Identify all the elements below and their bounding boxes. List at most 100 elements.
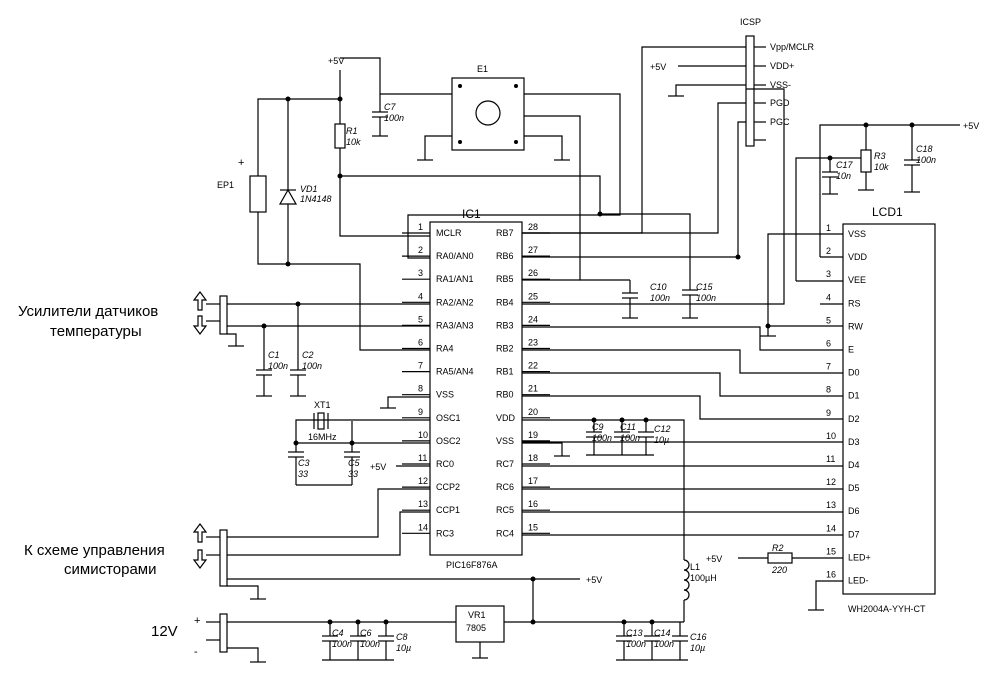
cap-name: C15 [696, 282, 714, 292]
ic1-pin-number: 25 [528, 291, 538, 301]
ic1-pin-number: 26 [528, 268, 538, 278]
cap-name: C18 [916, 144, 933, 154]
wire-mclr [522, 46, 746, 234]
lcd-pin-number: 14 [826, 523, 836, 533]
cap-value: 10µ [654, 435, 669, 445]
icsp-pin-name: Vpp/MCLR [770, 42, 815, 52]
cap-value: 33 [298, 469, 308, 479]
ic1-pin-name: CCP2 [436, 482, 460, 492]
svg-text:+5V: +5V [706, 554, 722, 564]
ic1-pin-name: RB7 [496, 228, 514, 238]
ic1-pin-name: RA2/AN2 [436, 297, 474, 307]
capacitor-labels: C1100nC2100nC333C4100nC533C6100nC7100nC8… [268, 102, 936, 653]
temp-connector [219, 295, 228, 335]
sym-label-2: симисторами [64, 561, 157, 578]
xt1-crystal [317, 412, 325, 430]
cap-name: C7 [384, 102, 396, 112]
lcd-pin-name: RS [848, 298, 861, 308]
ic1-pin-number: 10 [418, 430, 428, 440]
lcd-pin-name: LED- [848, 576, 869, 586]
cap-name: C10 [650, 282, 667, 292]
cap-name: C5 [348, 458, 360, 468]
ic1-pin-number: 1 [418, 222, 423, 232]
ic1-pin-name: RA5/AN4 [436, 367, 474, 377]
cap-value: 100n [268, 361, 288, 371]
lcd-pin-name: LED+ [848, 552, 871, 562]
ic1-pin-number: 15 [528, 522, 538, 532]
svg-text:220: 220 [771, 565, 787, 575]
lcd-pin-number: 16 [826, 570, 836, 580]
cap-value: 100n [626, 639, 646, 649]
cap-name: C8 [396, 632, 408, 642]
ic1-pin-number: 24 [528, 314, 538, 324]
cap-value: 100n [650, 293, 670, 303]
lcd-pin-number: 5 [826, 315, 831, 325]
cap-name: C17 [836, 160, 854, 170]
ic1-pin-name: OSC2 [436, 436, 461, 446]
lcd-pin-number: 2 [826, 246, 831, 256]
cap-value: 100n [696, 293, 716, 303]
lcd-pin-name: D6 [848, 506, 860, 516]
ic1-pin-name: RC7 [496, 459, 514, 469]
sym-connector [219, 529, 228, 587]
lcd-pin-number: 9 [826, 408, 831, 418]
lcd-pin-name: E [848, 345, 854, 355]
svg-text:R3: R3 [874, 151, 886, 161]
temp-label-1: Усилители датчиков [18, 303, 158, 320]
lcd-pin-name: D0 [848, 368, 860, 378]
cap-name: C14 [654, 628, 671, 638]
p5v-lcd: +5V [963, 121, 979, 131]
ic1-pin-number: 6 [418, 338, 423, 348]
ic1-pin-number: 11 [418, 453, 427, 463]
cap-value: 10µ [690, 643, 705, 653]
ic1-pin-number: 27 [528, 245, 538, 255]
ic1-pin-number: 2 [418, 245, 423, 255]
lcd-pin-number: 4 [826, 292, 831, 302]
ic1-pin-name: RA4 [436, 344, 454, 354]
ic1-pin-number: 8 [418, 384, 423, 394]
ic1-pin-name: RB4 [496, 297, 514, 307]
e1-encoder [451, 77, 525, 151]
wire-lcd-vee [795, 157, 831, 281]
lcd-pin-number: 15 [826, 546, 836, 556]
svg-text:VD1: VD1 [300, 184, 318, 194]
icsp-label: ICSP [740, 17, 761, 27]
ic1-part: PIC16F876A [446, 560, 498, 570]
temp-label-2: температуры [50, 323, 142, 340]
lcd1-part: WH2004A-YYH-CT [848, 604, 926, 614]
lcd-pin-number: 3 [826, 269, 831, 279]
cap-value: 100n [620, 433, 640, 443]
svg-text:+: + [238, 157, 244, 169]
icsp-pin-name: PGD [770, 98, 790, 108]
ic1-pin-name: RB2 [496, 344, 514, 354]
vr1-regulator [455, 605, 505, 643]
svg-text:7805: 7805 [466, 623, 486, 633]
cap-name: C3 [298, 458, 310, 468]
ic1-pin-name: RB0 [496, 390, 514, 400]
ic1-pin-number: 17 [528, 476, 538, 486]
lcd-pin-name: RW [848, 321, 863, 331]
power-connector [219, 613, 228, 653]
ic1-pin-number: 13 [418, 499, 428, 509]
ic1-pin-number: 12 [418, 476, 428, 486]
lcd-pin-name: D3 [848, 437, 860, 447]
ic1-pin-name: RB1 [496, 367, 514, 377]
ic1-right-pins: 28RB727RB626RB525RB424RB323RB222RB121RB0… [496, 222, 550, 538]
v12-label: 12V [151, 623, 178, 640]
ic1-pin-name: RC4 [496, 528, 514, 538]
lcd-pin-name: VSS [848, 229, 866, 239]
ic1-pin-name: VSS [436, 390, 454, 400]
lcd-pin-name: D4 [848, 460, 860, 470]
ic1-pin-name: RC6 [496, 482, 514, 492]
lcd-pin-name: D2 [848, 414, 860, 424]
cap-value: 100n [302, 361, 322, 371]
lcd-pin-number: 8 [826, 385, 831, 395]
ic1-pin-name: OSC1 [436, 413, 461, 423]
cap-value: 10µ [396, 643, 411, 653]
p5v-icsp: +5V [650, 62, 666, 72]
ic1-pin-number: 5 [418, 314, 423, 324]
lcd-pin-number: 1 [826, 223, 831, 233]
icsp-pin-name: PGC [770, 117, 790, 127]
svg-text:16MHz: 16MHz [308, 432, 337, 442]
cap-name: C13 [626, 628, 643, 638]
